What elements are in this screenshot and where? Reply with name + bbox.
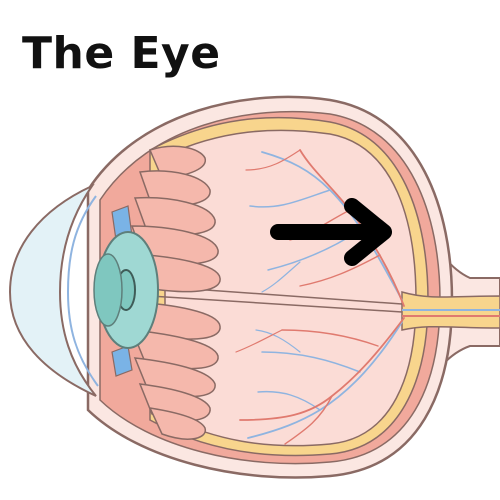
page-title: The Eye bbox=[22, 28, 221, 79]
iris-lower bbox=[111, 345, 133, 377]
right-arrow-icon bbox=[270, 198, 392, 266]
ciliary-body bbox=[130, 145, 221, 440]
blood-vessels-lower bbox=[235, 317, 405, 445]
cornea bbox=[8, 183, 97, 397]
